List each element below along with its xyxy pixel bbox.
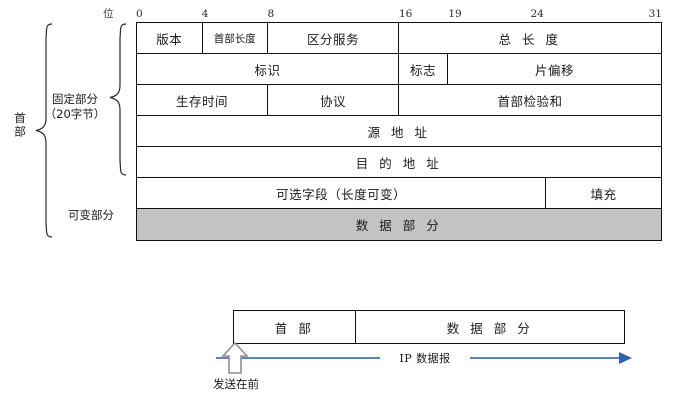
header-field-cell: 目 的 地 址	[355, 155, 443, 171]
bit-tick-0: 0	[136, 8, 143, 20]
ip-header-table: 版本首部长度区分服务 总 长 度标识标志 片偏移生存时间协议 首部检验和源 地 址目 …	[136, 22, 662, 241]
header-row: 生存时间协议 首部检验和	[137, 85, 661, 116]
label-fixed-part-line2: （20字节）	[44, 107, 106, 121]
bit-tick-31: 31	[648, 8, 662, 20]
header-field-cell: 生存时间	[137, 85, 268, 115]
bit-tick-19: 19	[448, 8, 462, 20]
label-variable-part: 可变部分	[68, 208, 114, 222]
header-field-cell: 区分服务	[268, 23, 399, 53]
header-row: 目 的 地 址	[137, 147, 661, 178]
datagram-arrow-label: IP 数据报	[380, 350, 470, 366]
header-row: 可选字段（长度可变） 填充	[137, 178, 661, 209]
datagram-box: 首 部 数 据 部 分	[233, 310, 625, 344]
header-row: 标识标志 片偏移	[137, 54, 661, 85]
header-row: 源 地 址	[137, 116, 661, 147]
bit-tick-8: 8	[267, 8, 275, 20]
send-first-up-arrow-icon	[221, 341, 249, 375]
header-field-cell: 片偏移	[535, 62, 575, 78]
datagram-data-cell: 数 据 部 分	[446, 320, 534, 336]
arrow-line-right	[468, 357, 620, 359]
arrow-head-icon	[619, 352, 632, 364]
header-field-cell: 填充	[590, 186, 617, 202]
datagram-header-cell: 首 部	[234, 311, 356, 343]
header-field-cell: 数 据 部 分	[355, 218, 443, 233]
bit-tick-16: 16	[399, 8, 413, 20]
header-field-cell: 首部长度	[203, 23, 268, 53]
bit-tick-24: 24	[530, 8, 544, 20]
header-field-cell: 首部检验和	[497, 93, 563, 109]
header-field-cell: 标志	[399, 54, 449, 84]
bit-ruler: 0 4 8 16 19 24 31	[136, 8, 662, 22]
arrow-line-left	[216, 357, 380, 359]
header-field-cell: 协议	[268, 85, 399, 115]
bit-tick-4: 4	[201, 8, 209, 20]
header-field-cell: 版本	[137, 23, 203, 53]
header-field-cell: 总 长 度	[498, 31, 562, 47]
label-header: 首部	[13, 112, 27, 139]
bit-axis-label: 位	[103, 8, 114, 20]
header-row: 版本首部长度区分服务 总 长 度	[137, 23, 661, 54]
header-field-cell: 标识	[137, 54, 399, 84]
header-field-cell: 源 地 址	[367, 124, 431, 140]
header-row: 数 据 部 分	[137, 209, 661, 240]
send-first-label: 发送在前	[213, 377, 259, 391]
label-fixed-part-line1: 固定部分	[52, 92, 98, 106]
datagram-span-arrow	[216, 352, 632, 364]
fixed-part-brace	[108, 22, 130, 177]
header-field-cell: 可选字段（长度可变）	[137, 178, 547, 208]
header-brace	[32, 22, 56, 239]
